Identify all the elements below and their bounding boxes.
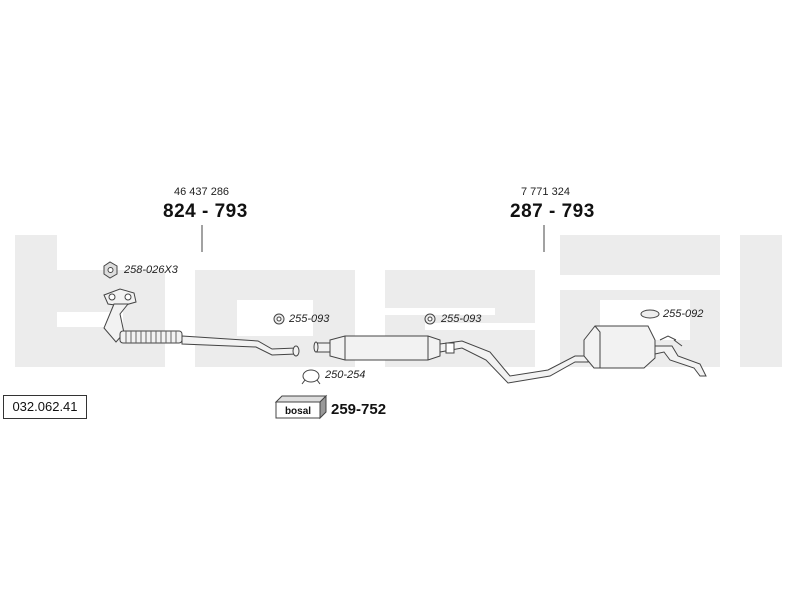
nut-icon (103, 261, 118, 279)
mounting-kit-logo: bosal (285, 406, 311, 417)
centre-silencer (313, 335, 589, 384)
rubber-hanger-icon (640, 309, 660, 319)
mounting-kit-box (274, 394, 328, 420)
hanger-part-number-mid: 255-093 (441, 313, 482, 325)
hanger-part-number-front: 255-093 (289, 313, 330, 325)
clamp-icon (301, 369, 321, 385)
diagram-id-label: 032.062.41 (3, 395, 87, 419)
rubber-hanger-icon (424, 313, 436, 325)
oe-number-rear: 7 771 324 (521, 186, 570, 198)
rear-silencer (583, 325, 707, 377)
oe-number-front: 46 437 286 (174, 186, 230, 198)
part-number-front: 824 - 793 (163, 201, 248, 222)
clamp-part-number: 250-254 (325, 369, 366, 381)
hanger-part-number-rear: 255-092 (663, 308, 704, 320)
rubber-hanger-icon (273, 313, 285, 325)
mounting-kit-part-number: 259-752 (331, 401, 387, 418)
front-pipe (103, 288, 300, 357)
nut-part-number: 258-026X3 (124, 264, 178, 276)
part-number-rear: 287 - 793 (510, 201, 595, 222)
